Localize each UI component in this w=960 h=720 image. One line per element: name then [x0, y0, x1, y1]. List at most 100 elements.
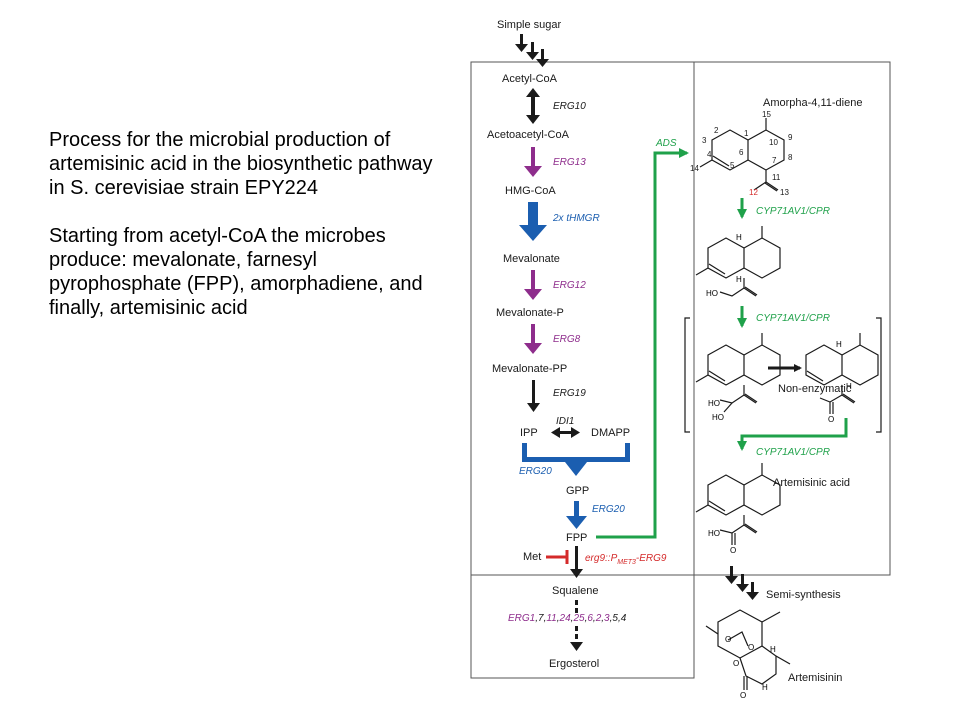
erg12-label: ERG12: [553, 280, 586, 291]
atom-number: 11: [772, 173, 781, 182]
hmg-coa-label: HMG-CoA: [505, 185, 556, 197]
caption: Process for the microbial production of …: [49, 128, 439, 320]
hydrogen-atom: H: [736, 233, 742, 242]
ads-label: ADS: [655, 138, 677, 149]
mevalonate-pp-label: Mevalonate-PP: [492, 363, 567, 375]
erg9-suffix: -ERG9: [636, 553, 667, 564]
cyp-arrow-3: [737, 418, 848, 451]
erg20-merge-arrow: [522, 443, 630, 476]
simple-sugar-label: Simple sugar: [497, 19, 562, 31]
artemisinin-label: Artemisinin: [788, 672, 842, 684]
erg20-label-b: ERG20: [592, 504, 625, 515]
artemisinic-aldehyde-structure: [805, 333, 879, 414]
erg-list-part: ,: [601, 613, 604, 624]
oxygen-label: O: [740, 691, 746, 700]
cyp-label-3: CYP71AV1/CPR: [756, 447, 830, 458]
atom-number: 4: [707, 150, 712, 159]
erg-list-part: ,: [610, 613, 613, 624]
atom-number: 7: [772, 156, 777, 165]
erg-list-part: 3: [604, 613, 610, 624]
erg12-arrow: [524, 270, 542, 300]
erg9-label: erg9::PMET3-ERG9: [585, 553, 667, 566]
idi1-double-arrow: [551, 427, 580, 438]
erg-list-part: 25: [572, 613, 585, 624]
oxygen-label: O: [828, 415, 834, 424]
hydroxyl-label: HO: [708, 529, 720, 538]
non-enzymatic-label: Non-enzymatic: [778, 383, 852, 395]
semi-synthesis-label: Semi-synthesis: [766, 589, 841, 601]
met-inhibition-mark: [546, 550, 569, 564]
hydrogen-atom: H: [762, 683, 768, 692]
caption-paragraph-2: Starting from acetyl-CoA the microbes pr…: [49, 225, 423, 319]
ergosterol-label: Ergosterol: [549, 658, 599, 670]
erg-list-part: ,: [557, 613, 560, 624]
ads-arrow: [596, 148, 689, 539]
amorphadiene-label: Amorpha-4,11-diene: [763, 97, 862, 109]
erg8-arrow: [524, 324, 542, 354]
erg10-label: ERG10: [553, 101, 586, 112]
thmgr-arrow: [519, 202, 547, 241]
atom-number: 13: [780, 188, 789, 197]
semi-synthesis-triple-arrow: [725, 566, 759, 600]
thmgr-label: 2x tHMGR: [552, 213, 600, 224]
atom-number: 5: [730, 161, 735, 170]
atom-number: 6: [739, 148, 744, 157]
cyp-label-2: CYP71AV1/CPR: [756, 313, 830, 324]
squalene-label: Squalene: [552, 585, 599, 597]
erg13-label: ERG13: [553, 157, 586, 168]
erg-list-part: ,: [585, 613, 588, 624]
erg-list-part: ERG1: [508, 613, 535, 624]
erg9-prefix: erg9::P: [585, 553, 618, 564]
mevalonate-label: Mevalonate: [503, 253, 560, 265]
idi1-label: IDI1: [556, 416, 574, 427]
erg-list-label: ERG1,7,11,24,25,6,2,3,5,4: [508, 613, 627, 624]
hydroxyl-label: HO: [712, 413, 724, 422]
oxygen-label: O: [748, 643, 754, 652]
amorphadiene-atom-numbers: 15 1 2 3 10 9 4 5 6 7 8 14 11 12 13: [690, 110, 793, 197]
dmapp-label: DMAPP: [591, 427, 630, 439]
left-bracket: [684, 317, 690, 433]
atom-number: 12: [749, 188, 758, 197]
cyp-label-1: CYP71AV1/CPR: [756, 206, 830, 217]
gem-diol-structure: [695, 333, 781, 413]
erg20-arrow-b: [566, 501, 587, 529]
erg-list-part: ,: [618, 613, 621, 624]
erg-list-part: 24: [559, 613, 572, 624]
hydrogen-atom: H: [836, 340, 842, 349]
erg10-double-arrow: [526, 88, 540, 124]
sugar-triple-arrow: [515, 34, 549, 67]
erg-list-part: ,: [544, 613, 547, 624]
acetoacetyl-coa-label: Acetoacetyl-CoA: [487, 129, 570, 141]
caption-paragraph-1: Process for the microbial production of …: [49, 129, 433, 199]
atom-number: 9: [788, 133, 793, 142]
atom-number: 3: [702, 136, 707, 145]
erg-list-part: 2: [595, 613, 602, 624]
right-bracket: [876, 317, 882, 433]
mevalonate-p-label: Mevalonate-P: [496, 307, 564, 319]
artemisinic-acid-label: Artemisinic acid: [773, 477, 850, 489]
erg9-arrow: [570, 546, 583, 578]
erg-list-part: 11: [546, 613, 556, 624]
erg-list-part: 7: [538, 613, 544, 624]
artemisinic-alcohol-structure: [695, 226, 781, 297]
erg-list-arrow: [570, 600, 583, 651]
erg19-arrow: [527, 380, 540, 412]
oxygen-label: O: [725, 635, 731, 644]
hydroxyl-label: HO: [708, 399, 720, 408]
hydrogen-atom: H: [770, 645, 776, 654]
atom-number: 2: [714, 126, 719, 135]
pathway-frame-bottom: [470, 575, 695, 679]
atom-number: 14: [690, 164, 699, 173]
atom-number: 10: [769, 138, 778, 147]
atom-number: 1: [744, 129, 749, 138]
amorphadiene-structure: [699, 118, 785, 192]
atom-number: 8: [788, 153, 793, 162]
hydroxyl-label: HO: [706, 289, 718, 298]
met-label: Met: [523, 551, 541, 563]
gpp-label: GPP: [566, 485, 589, 497]
erg-list-part: 5: [612, 613, 618, 624]
erg9-sub: MET3: [617, 559, 636, 566]
hydrogen-atom: H: [846, 382, 852, 391]
acetyl-coa-label: Acetyl-CoA: [502, 73, 558, 85]
